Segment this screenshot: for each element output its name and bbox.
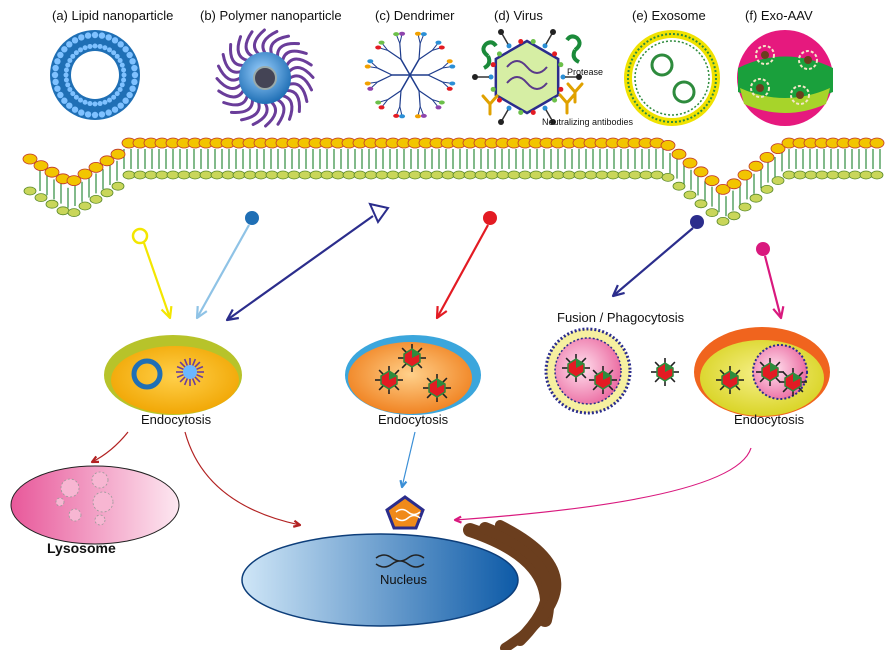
- label-virus: (d) Virus: [494, 8, 543, 23]
- nucleus: [241, 520, 562, 653]
- fusion-vesicle: [544, 327, 632, 415]
- endosome-2: [345, 335, 481, 415]
- lower-arrows: [90, 431, 752, 528]
- free-virus-icon: [651, 358, 679, 386]
- endosome-3: [694, 327, 830, 417]
- label-lysosome: Lysosome: [47, 540, 116, 556]
- label-polymer-nanoparticle: (b) Polymer nanoparticle: [200, 8, 342, 23]
- cell-membrane: [22, 137, 885, 226]
- pathway-arrows: [131, 202, 785, 322]
- label-fusion-phagocytosis: Fusion / Phagocytosis: [557, 310, 685, 325]
- lysosome: [10, 465, 180, 545]
- dna-cargo-icon: [385, 495, 425, 530]
- exo-aav-icon: [737, 30, 833, 126]
- label-neutralizing-antibodies: Neutralizing antibodies: [542, 117, 634, 127]
- label-dendrimer: (c) Dendrimer: [375, 8, 455, 23]
- label-endocytosis-2: Endocytosis: [378, 412, 449, 427]
- endosome-1: [104, 335, 242, 415]
- label-protease: Protease: [567, 67, 604, 77]
- lipid-nanoparticle-icon: [50, 30, 140, 120]
- label-nucleus: Nucleus: [380, 572, 427, 587]
- dendrimer-icon: [364, 31, 456, 119]
- label-exo-aav: (f) Exo-AAV: [745, 8, 813, 23]
- label-lipid-nanoparticle: (a) Lipid nanoparticle: [52, 8, 174, 23]
- exosome-icon: [624, 30, 720, 126]
- label-endocytosis-1: Endocytosis: [141, 412, 212, 427]
- label-exosome: (e) Exosome: [632, 8, 706, 23]
- polymer-nanoparticle-icon: [215, 28, 315, 128]
- label-endocytosis-3: Endocytosis: [734, 412, 805, 427]
- virus-icon: [472, 28, 584, 126]
